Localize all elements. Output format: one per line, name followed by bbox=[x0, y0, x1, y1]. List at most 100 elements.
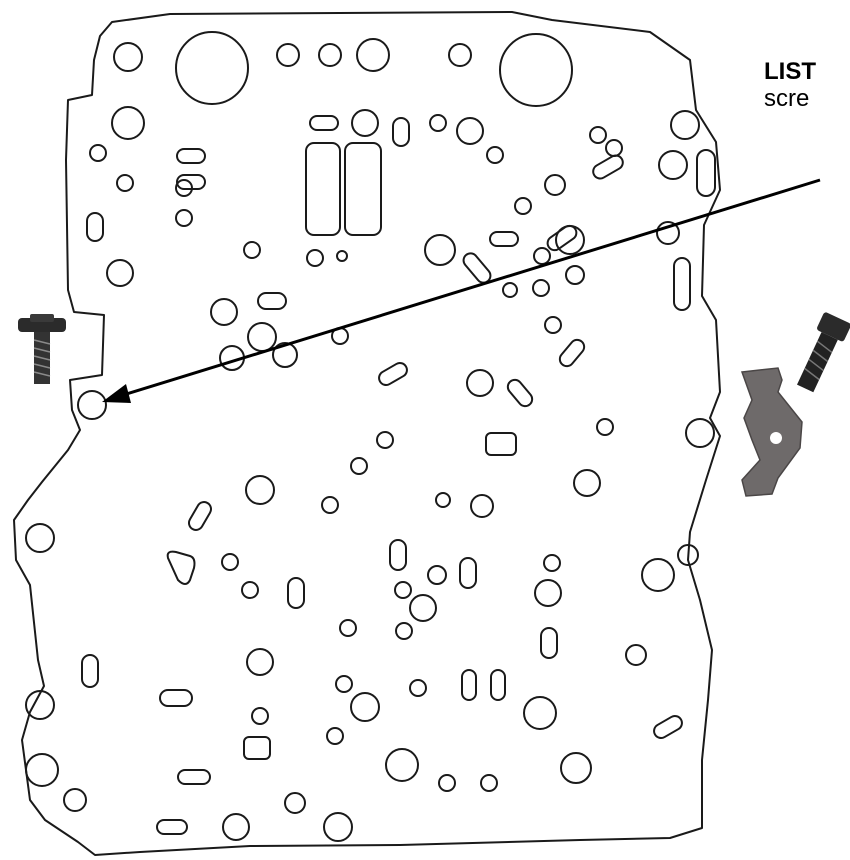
plate-hole bbox=[321, 496, 339, 514]
plate-slot bbox=[461, 669, 477, 701]
plate-hole bbox=[456, 117, 484, 145]
plate-hole bbox=[356, 38, 390, 72]
plate-slot bbox=[489, 231, 519, 247]
plate-hole bbox=[448, 43, 472, 67]
plate-hole bbox=[116, 174, 134, 192]
plate-slot bbox=[392, 117, 410, 147]
spacer-plate-outline bbox=[13, 11, 721, 856]
plate-hole bbox=[350, 457, 368, 475]
plate-hole bbox=[435, 492, 451, 508]
plate-slot bbox=[156, 819, 188, 835]
plate-hole bbox=[241, 581, 259, 599]
plate-hole bbox=[25, 523, 55, 553]
plate-hole bbox=[544, 174, 566, 196]
retaining-clip-icon bbox=[740, 367, 803, 497]
plate-hole bbox=[424, 234, 456, 266]
plate-hole bbox=[470, 494, 494, 518]
plate-hole bbox=[543, 554, 561, 572]
plate-hole bbox=[77, 390, 107, 420]
plate-hole bbox=[656, 221, 680, 245]
plate-hole bbox=[466, 369, 494, 397]
plate-hole bbox=[25, 753, 59, 787]
plate-hole bbox=[589, 126, 607, 144]
plate-slot bbox=[378, 362, 408, 386]
plate-hole bbox=[89, 144, 107, 162]
plate-hole bbox=[685, 418, 715, 448]
plate-hole bbox=[409, 679, 427, 697]
plate-slot bbox=[305, 142, 341, 236]
plate-slot bbox=[459, 557, 477, 589]
plate-hole bbox=[336, 250, 348, 262]
plate-hole bbox=[63, 788, 87, 812]
plate-slot bbox=[653, 715, 683, 739]
plate-hole bbox=[394, 581, 412, 599]
plate-hole bbox=[25, 690, 55, 720]
plate-slot bbox=[540, 627, 558, 659]
plate-hole bbox=[376, 431, 394, 449]
pointer-arrow-icon bbox=[102, 178, 821, 403]
plate-hole bbox=[245, 475, 275, 505]
plate-hole bbox=[306, 249, 324, 267]
plate-slot bbox=[546, 224, 578, 252]
plate-slot bbox=[344, 142, 382, 236]
plate-hole bbox=[323, 812, 353, 842]
plate-hole bbox=[113, 42, 143, 72]
plate-hole bbox=[499, 33, 573, 107]
plate-hole bbox=[429, 114, 447, 132]
callout-title: LIST bbox=[764, 58, 816, 85]
plate-hole bbox=[514, 197, 532, 215]
plate-hole bbox=[409, 594, 437, 622]
plate-hole bbox=[677, 544, 699, 566]
plate-slot bbox=[490, 669, 506, 701]
plate-slot bbox=[177, 769, 211, 785]
plate-hole bbox=[480, 774, 498, 792]
plate-hole bbox=[625, 644, 647, 666]
plate-hole bbox=[246, 648, 274, 676]
plate-slot bbox=[81, 654, 99, 688]
plate-slot bbox=[696, 149, 716, 197]
plate-slot bbox=[389, 539, 407, 571]
plate-hole bbox=[106, 259, 134, 287]
callout-label: LIST scre bbox=[764, 58, 816, 112]
plate-hole bbox=[251, 707, 269, 725]
plate-hole bbox=[385, 748, 419, 782]
plate-hole bbox=[111, 106, 145, 140]
plate-hole bbox=[210, 298, 238, 326]
plate-hole bbox=[395, 622, 413, 640]
plate-hole bbox=[318, 43, 342, 67]
plate-hole bbox=[534, 579, 562, 607]
plate-hole bbox=[175, 209, 193, 227]
plate-hole bbox=[284, 792, 306, 814]
plate-hole bbox=[670, 110, 700, 140]
plate-hole bbox=[486, 146, 504, 164]
plate-hole bbox=[243, 241, 261, 259]
plate-hole bbox=[560, 752, 592, 784]
plate-hole bbox=[532, 279, 550, 297]
plate-hole bbox=[326, 727, 344, 745]
plate-slot bbox=[257, 292, 287, 310]
plate-hole bbox=[427, 565, 447, 585]
plate-slot bbox=[86, 212, 104, 242]
plate-slot bbox=[188, 501, 212, 531]
plate-hole bbox=[351, 109, 379, 137]
plate-slot bbox=[176, 174, 206, 190]
left-bolt-icon bbox=[18, 314, 66, 384]
plate-hole bbox=[641, 558, 675, 592]
plate-hole bbox=[565, 265, 585, 285]
plate-hole bbox=[350, 692, 380, 722]
plate-hole bbox=[221, 553, 239, 571]
plate-hole bbox=[438, 774, 456, 792]
plate-hole bbox=[276, 43, 300, 67]
plate-hole bbox=[175, 31, 249, 105]
plate-hole bbox=[544, 316, 562, 334]
plate-hole bbox=[573, 469, 601, 497]
plate-slot bbox=[159, 689, 193, 707]
plate-hole bbox=[502, 282, 518, 298]
plate-hole bbox=[222, 813, 250, 841]
plate-slot bbox=[485, 432, 517, 456]
plate-hole bbox=[658, 150, 688, 180]
plate-hole bbox=[335, 675, 353, 693]
plate-slot bbox=[309, 115, 339, 131]
plate-slot bbox=[558, 338, 586, 368]
plate-hole bbox=[596, 418, 614, 436]
